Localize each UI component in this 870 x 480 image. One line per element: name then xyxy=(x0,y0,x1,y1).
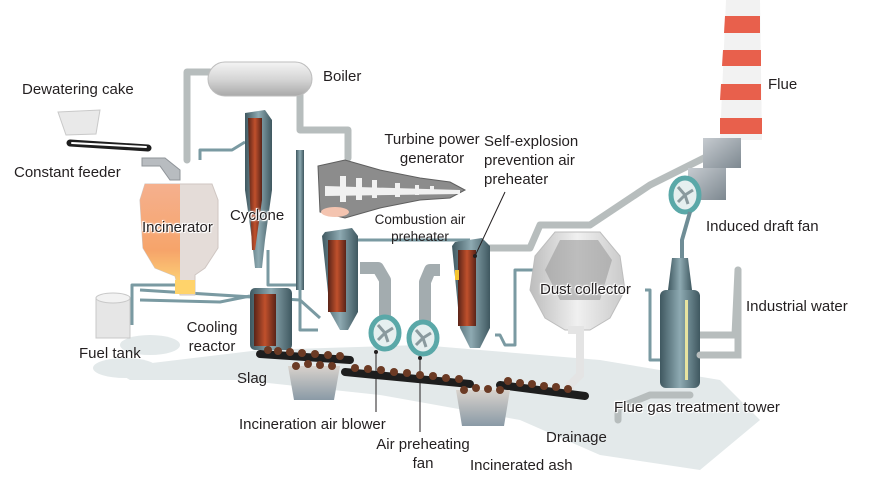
label-turbine-line-1: Turbine power xyxy=(384,131,480,148)
fan-ducts xyxy=(360,262,440,322)
leader-dot-self-explosion xyxy=(473,254,477,258)
dust-collector-vessel xyxy=(529,231,626,392)
label-sep-line-1: Self-explosion xyxy=(484,133,579,150)
label-cyclone: Cyclone xyxy=(230,207,285,224)
turbine-power-generator-body xyxy=(317,159,467,219)
combustion-air-preheater-vessel xyxy=(322,228,358,330)
label-cooling-reactor: Cooling reactor xyxy=(180,318,244,356)
leader-self-explosion xyxy=(474,191,506,257)
label-industrial-water: Industrial water xyxy=(746,298,848,315)
cyclone-vessel xyxy=(245,110,272,268)
label-dust-collector: Dust collector xyxy=(540,281,631,298)
label-apf-line-1: Air preheating xyxy=(376,436,470,453)
self-explosion-prevention-air-preheater-vessel xyxy=(452,238,490,348)
label-flue-gas-treatment-tower: Flue gas treatment tower xyxy=(614,399,780,416)
label-boiler: Boiler xyxy=(323,68,362,85)
label-turbine-line-2: generator xyxy=(399,150,465,167)
incineration-air-blower-fan xyxy=(368,314,402,352)
label-fuel-tank: Fuel tank xyxy=(79,345,141,362)
label-incineration-air-blower: Incineration air blower xyxy=(239,416,386,433)
label-constant-feeder: Constant feeder xyxy=(14,164,121,181)
cooling-reactor-vessel xyxy=(250,288,292,350)
label-combustion-air-preheater: Combustion air preheater xyxy=(370,211,470,245)
steam-pipes xyxy=(183,68,742,424)
label-flue: Flue xyxy=(768,76,798,93)
flue-gas-treatment-tower-vessel xyxy=(660,258,700,388)
leader-dot-blower xyxy=(374,350,378,354)
floor-shadow xyxy=(93,335,760,470)
ash-bins xyxy=(288,360,510,426)
label-cooling-line-2: reactor xyxy=(188,338,236,355)
label-cap-line-1: Combustion air xyxy=(374,212,466,227)
flue-chimney xyxy=(720,0,762,140)
label-induced-draft-fan: Induced draft fan xyxy=(706,218,819,235)
label-sep-line-2: prevention air xyxy=(484,152,575,169)
label-self-explosion-prevention-air-preheater: Self-explosion prevention air preheater xyxy=(484,132,578,189)
label-turbine-power-generator: Turbine power generator xyxy=(370,130,494,168)
incinerator-vessel xyxy=(139,183,219,296)
stack-pipe xyxy=(296,150,304,290)
label-drainage: Drainage xyxy=(546,429,607,446)
label-apf-line-2: fan xyxy=(412,455,434,472)
constant-feeder-conveyor xyxy=(66,139,181,181)
industrial-water-pipe xyxy=(696,266,742,359)
label-incinerated-ash: Incinerated ash xyxy=(470,457,573,474)
label-dewatering-cake: Dewatering cake xyxy=(22,81,134,98)
label-cap-line-2: preheater xyxy=(391,229,449,244)
label-air-preheating-fan: Air preheating fan xyxy=(370,435,476,473)
label-cooling-line-1: Cooling xyxy=(186,319,238,336)
label-sep-line-3: preheater xyxy=(484,171,549,188)
air-preheating-fan-unit xyxy=(406,319,440,357)
fuel-tank-body xyxy=(95,292,131,339)
dewatering-cake-hopper xyxy=(57,109,101,136)
label-incinerator: Incinerator xyxy=(142,219,213,236)
slag-conveyor xyxy=(256,346,589,400)
leader-dot-apf xyxy=(418,356,422,360)
boiler-drum xyxy=(207,61,313,97)
induced-draft-fan-unit xyxy=(668,175,702,260)
label-slag: Slag xyxy=(237,370,268,387)
